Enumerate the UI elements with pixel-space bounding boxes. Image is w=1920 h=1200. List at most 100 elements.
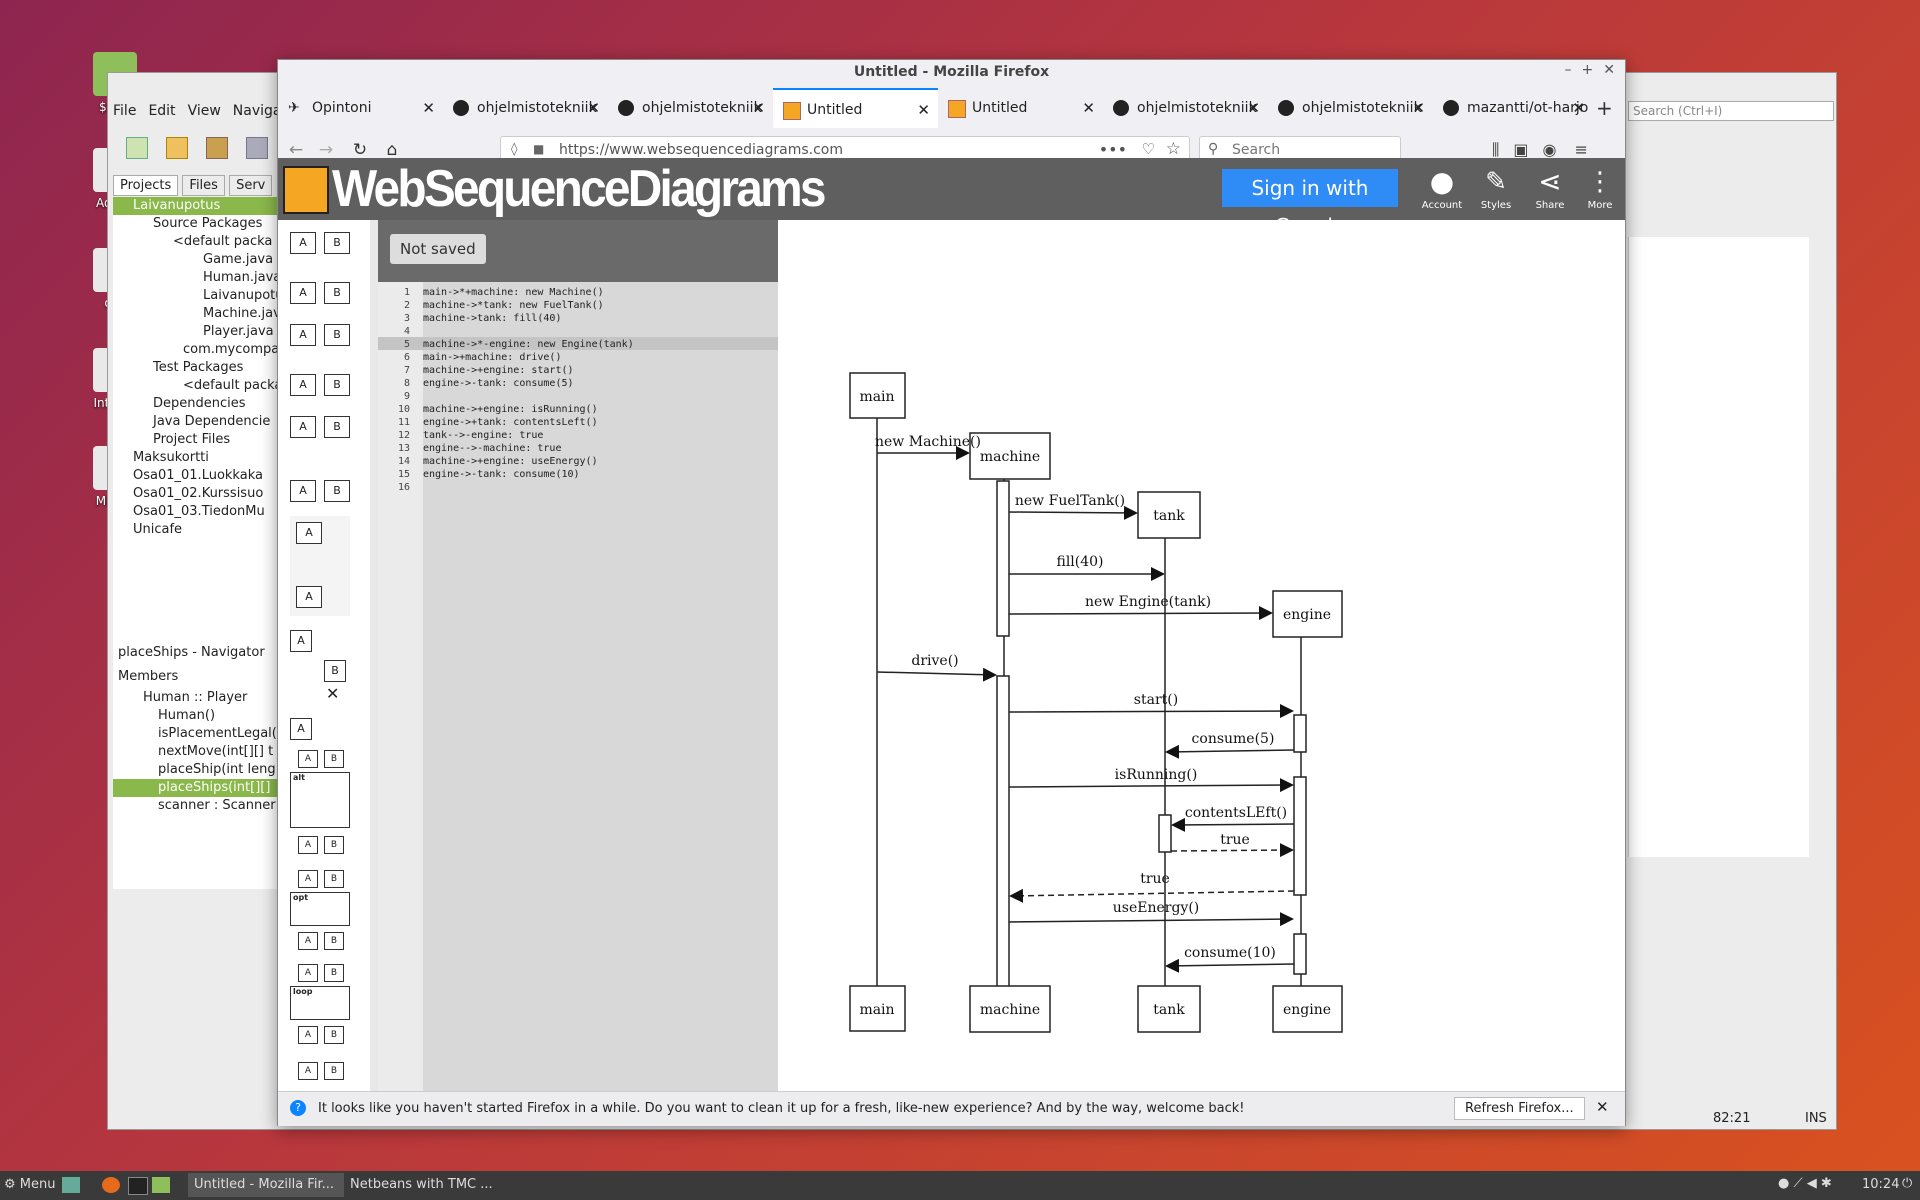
tab-opintoni[interactable]: ✈Opintoni✕ [278,88,443,128]
account-button[interactable]: ● Account [1421,165,1463,211]
bookmark-star-icon[interactable]: ☆ [1165,139,1181,159]
close-icon[interactable]: ✕ [1603,62,1615,78]
pocket-icon[interactable]: ♡ [1141,140,1155,158]
tree-item[interactable]: Human.java [203,270,278,285]
template-thumbnail-loop[interactable]: A B loop A B A B [290,964,350,1084]
tree-item[interactable]: Java Dependencie [153,414,271,429]
tree-item[interactable]: Game.java [203,252,274,267]
navigator-item[interactable]: nextMove(int[][] t [158,744,274,759]
tab-mazantti[interactable]: mazantti/ot-harjo✕ [1433,88,1593,128]
netbeans-search-field[interactable]: Search (Ctrl+I) [1628,101,1834,121]
tree-item[interactable]: Machine.java [203,306,278,321]
volume-icon[interactable]: ◀ [1806,1176,1817,1191]
bluetooth-icon[interactable]: ✱ [1820,1176,1832,1191]
navigator-item[interactable]: placeShips(int[][] [113,779,278,797]
tracking-shield-icon[interactable]: ◊ [511,142,518,157]
taskbar-window-firefox[interactable]: Untitled - Mozilla Fir... [188,1173,344,1197]
share-button[interactable]: ⋖ Share [1528,164,1572,211]
tab-ohjelmistotekniikka-3[interactable]: ohjelmistotekniik✕ [1103,88,1268,128]
tree-item[interactable]: Unicafe [133,522,183,537]
launcher-console-icon[interactable] [128,1177,148,1195]
reload-icon[interactable]: ↻ [352,140,368,160]
tab-untitled[interactable]: Untitled✕ [938,88,1103,128]
hamburger-menu-icon[interactable]: ≡ [1574,140,1588,159]
navigator-item[interactable]: Human :: Player [143,690,248,705]
home-icon[interactable]: ⌂ [386,140,398,160]
tree-item[interactable]: Source Packages [153,216,263,231]
navigator-item[interactable]: isPlacementLegal( [158,726,277,741]
power-icon[interactable]: ⏻ [1902,1176,1913,1191]
more-button[interactable]: ⋮ More [1578,164,1622,211]
close-tab-icon[interactable]: ✕ [1412,99,1425,117]
save-all-icon[interactable] [246,137,269,159]
tree-item[interactable]: <default packa [173,234,273,249]
new-file-icon[interactable] [126,137,148,159]
tree-item[interactable]: Laivanupotus [113,197,278,215]
tab-files[interactable]: Files [182,175,225,196]
library-icon[interactable]: ⫼ [1492,140,1500,159]
minimize-icon[interactable]: – [1564,62,1572,78]
taskbar-window-netbeans[interactable]: Netbeans with TMC ... [350,1177,493,1192]
launcher-terminal-icon[interactable] [62,1177,80,1193]
styles-button[interactable]: ✎ Styles [1474,164,1518,211]
navigator-item[interactable]: placeShip(int leng [158,762,276,777]
network-icon[interactable]: ⟋ [1793,1176,1803,1191]
close-tab-icon[interactable]: ✕ [422,99,435,117]
navigator-item[interactable]: Human() [158,708,216,723]
template-thumbnail[interactable]: A B A B [290,416,350,502]
menu-edit[interactable]: Edit [148,103,176,119]
new-project-icon[interactable] [166,137,189,159]
close-tab-icon[interactable]: ✕ [917,101,930,119]
tab-untitled-active[interactable]: Untitled✕ [773,88,938,128]
menu-view[interactable]: View [187,103,221,119]
close-tab-icon[interactable]: ✕ [1082,99,1095,117]
open-project-icon[interactable] [206,137,229,159]
netbeans-editor-area[interactable] [1628,237,1809,857]
template-thumbnail-opt[interactable]: A B opt A B [290,870,350,956]
clock[interactable]: 10:24 [1862,1177,1900,1192]
refresh-firefox-button[interactable]: Refresh Firefox... [1454,1097,1585,1120]
tree-item[interactable]: Laivanupotus [203,288,278,303]
navigator-item[interactable]: scanner : Scanner [158,798,276,813]
menu-button[interactable]: ⚙ Menu [4,1177,56,1192]
close-tab-icon[interactable]: ✕ [752,99,765,117]
lock-icon[interactable]: ■ [533,142,545,156]
tree-item[interactable]: Maksukortti [133,450,209,465]
tree-item[interactable]: Test Packages [153,360,244,375]
tab-projects[interactable]: Projects [113,175,179,196]
wsd-logo-text[interactable]: WebSequenceDiagrams [332,160,826,218]
palette-scrollbar[interactable] [370,220,378,1091]
account-icon[interactable]: ◉ [1542,140,1557,159]
tab-services[interactable]: Serv [229,175,273,196]
back-icon[interactable]: ← [288,140,304,160]
page-actions-icon[interactable]: ••• [1098,140,1127,159]
tree-item[interactable]: com.mycompa [183,342,278,357]
template-thumbnail-alt[interactable]: A B alt A B [290,750,350,860]
template-thumbnail[interactable]: A B A B [290,324,350,404]
tab-ohjelmistotekniikka-1[interactable]: ohjelmistotekniik✕ [443,88,608,128]
tree-item[interactable]: Osa01_02.Kurssisuo [133,486,264,501]
new-tab-icon[interactable]: + [1596,96,1613,120]
tree-item[interactable]: Osa01_01.Luokkaka [133,468,263,483]
tab-ohjelmistotekniikka-4[interactable]: ohjelmistotekniik✕ [1268,88,1433,128]
close-notification-icon[interactable]: ✕ [1596,1098,1609,1116]
tree-item[interactable]: Osa01_03.TiedonMu [133,504,265,519]
close-tab-icon[interactable]: ✕ [1572,99,1585,117]
sidebar-icon[interactable]: ▣ [1513,140,1529,159]
maximize-icon[interactable]: + [1581,62,1594,78]
template-thumbnail[interactable]: A B A B [290,232,350,312]
menu-file[interactable]: File [113,103,137,119]
tab-ohjelmistotekniikka-2[interactable]: ohjelmistotekniik✕ [608,88,773,128]
forward-icon[interactable]: → [318,140,334,160]
tree-item[interactable]: <default packa [183,378,278,393]
template-thumbnail[interactable]: A B ✕ A [290,630,350,740]
tree-item[interactable]: Dependencies [153,396,246,411]
not-saved-badge[interactable]: Not saved [390,234,486,264]
launcher-firefox-icon[interactable] [102,1177,120,1193]
template-thumbnail[interactable]: A A [290,516,350,616]
user-icon[interactable]: ● [1778,1176,1790,1191]
tree-item[interactable]: Project Files [153,432,231,447]
launcher-files-icon[interactable] [152,1177,170,1193]
close-tab-icon[interactable]: ✕ [587,99,600,117]
